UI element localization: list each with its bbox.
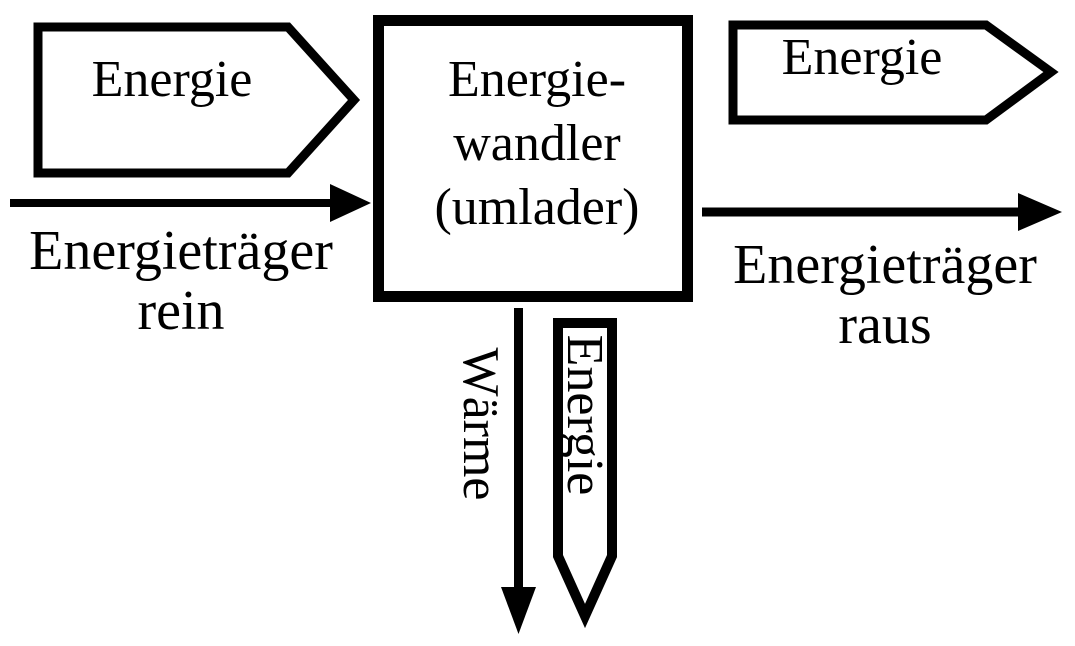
- carrier-in-label-line1: Energieträger: [29, 220, 333, 282]
- converter-box-shape: [373, 15, 693, 302]
- energy-in-banner-shape: [33, 22, 361, 178]
- converter-box-label: Energie- wandler (umlader): [385, 48, 689, 240]
- energy-down-banner-shape: [553, 318, 617, 629]
- energy-out-banner-label: Energie: [781, 29, 943, 86]
- energy-down-banner-label: Energie: [556, 334, 613, 496]
- carrier-out-label-line1: Energieträger: [733, 234, 1037, 296]
- carrier-out-arrow-head: [1018, 193, 1062, 231]
- carrier-in-arrow-head: [330, 184, 371, 222]
- heat-arrow-label: Wärme: [452, 347, 509, 501]
- energy-in-banner-label: Energie: [91, 51, 253, 108]
- converter-box-label-line1: Energie-: [447, 51, 627, 108]
- energy-out-banner-shape: [728, 20, 1059, 125]
- carrier-out-label-line2: raus: [838, 294, 932, 356]
- converter-box-label-line3: (umlader): [434, 179, 640, 236]
- carrier-out-arrow-label: Energieträger raus: [705, 235, 1065, 355]
- converter-box-label-line2: wandler: [453, 115, 621, 172]
- carrier-in-arrow-label: Energieträger rein: [1, 221, 361, 341]
- heat-arrow-head: [501, 587, 536, 634]
- carrier-in-label-line2: rein: [137, 280, 225, 342]
